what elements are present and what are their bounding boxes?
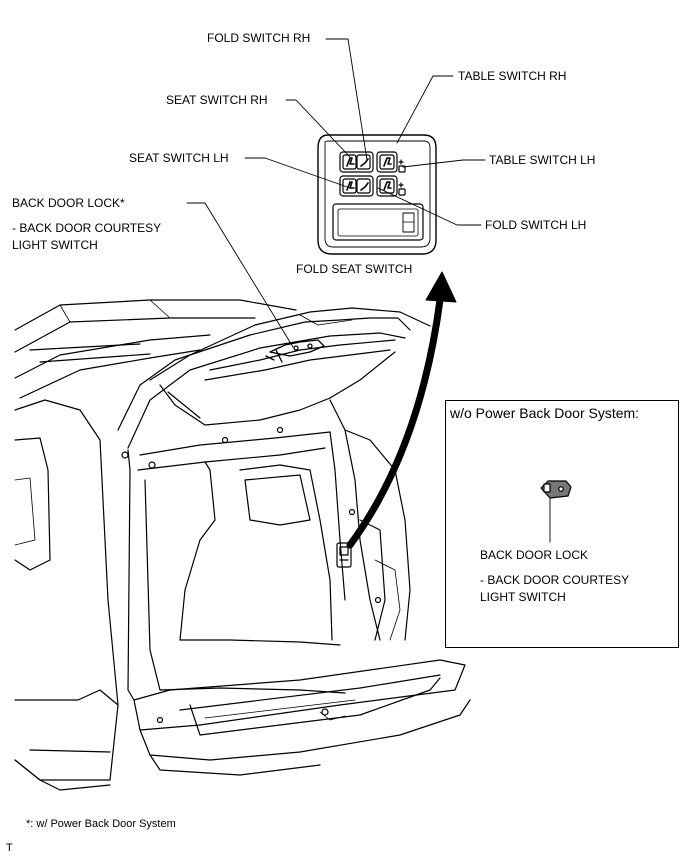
- fold-seat-switch-panel: [317, 134, 437, 255]
- seat-switch-rh-label: SEAT SWITCH RH: [166, 93, 268, 107]
- back-door-courtesy-line2: LIGHT SWITCH: [12, 238, 98, 252]
- corner-mark: T: [6, 842, 13, 854]
- fold-switch-rh-label: FOLD SWITCH RH: [207, 31, 311, 45]
- body-side-switch: [336, 542, 352, 568]
- inset-box: [445, 400, 679, 648]
- fold-switch-lh-label: FOLD SWITCH LH: [485, 218, 587, 232]
- fold-seat-switch-label: FOLD SEAT SWITCH: [296, 262, 413, 276]
- inset-lock-label: BACK DOOR LOCK: [480, 548, 589, 562]
- back-door-courtesy-line1: - BACK DOOR COURTESY: [12, 221, 162, 235]
- seat-switch-lh-label: SEAT SWITCH LH: [129, 151, 229, 165]
- inset-lock-part: [540, 480, 572, 543]
- table-switch-rh-label: TABLE SWITCH RH: [458, 69, 567, 83]
- inset-courtesy-line2: LIGHT SWITCH: [480, 590, 566, 604]
- table-switch-lh-label: TABLE SWITCH LH: [489, 153, 596, 167]
- inset-courtesy-line1: - BACK DOOR COURTESY: [480, 573, 630, 587]
- footnote: *: w/ Power Back Door System: [26, 818, 176, 830]
- back-door-lock-label: BACK DOOR LOCK*: [12, 196, 125, 210]
- inset-title: w/o Power Back Door System:: [450, 405, 640, 421]
- vehicle-body: [14, 299, 471, 791]
- back-door-lock-assembly: [265, 339, 325, 363]
